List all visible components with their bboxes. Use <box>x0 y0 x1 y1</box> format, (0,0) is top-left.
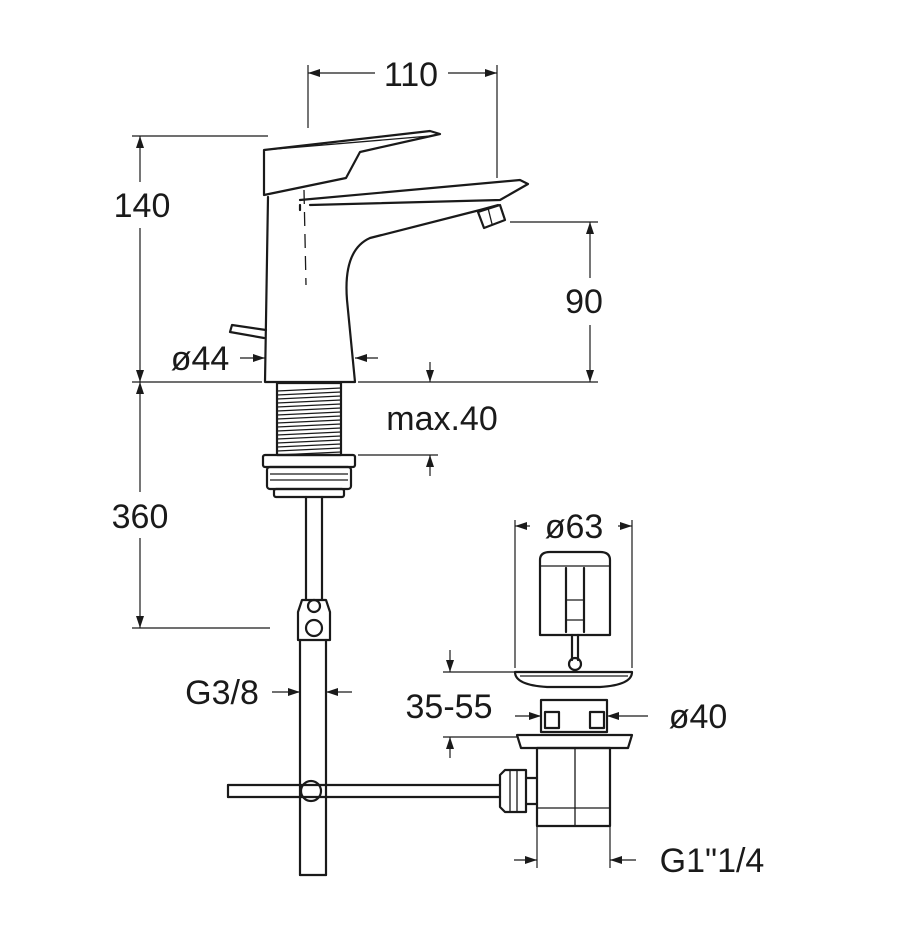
dim-hose-length: 360 <box>112 498 169 536</box>
thread-line <box>276 427 342 432</box>
thread-line <box>276 395 342 400</box>
threaded-shank <box>261 381 357 499</box>
thread-line <box>276 407 342 412</box>
dim-waste-thread: G1"1/4 <box>660 842 765 880</box>
dim-max-thickness: max.40 <box>386 400 498 438</box>
thread-line <box>276 423 342 428</box>
dim-height-body: 140 <box>114 187 171 225</box>
thread-line <box>276 419 342 424</box>
thread-line <box>276 403 342 408</box>
thread-line <box>276 399 342 404</box>
supply-hose <box>296 495 332 877</box>
dim-width-spout: 110 <box>384 56 438 94</box>
waste-assembly <box>498 550 634 828</box>
dim-height-spout: 90 <box>565 283 603 321</box>
thread-line <box>276 411 342 416</box>
thread-line <box>276 391 342 396</box>
linkage-rod <box>226 779 502 803</box>
faucet-body <box>228 129 530 384</box>
dim-plug-diameter: ø63 <box>545 508 604 546</box>
thread-line <box>276 431 342 436</box>
dim-body-diameter: ø44 <box>171 340 230 378</box>
dim-waste-range: 35-55 <box>406 688 493 726</box>
dimension-lines <box>132 65 648 868</box>
thread-line <box>276 387 342 392</box>
thread-line <box>276 443 342 448</box>
dim-connection: G3/8 <box>185 674 259 712</box>
thread-line <box>276 447 342 452</box>
dim-waste-diameter: ø40 <box>669 698 728 736</box>
thread-line <box>276 415 342 420</box>
thread-line <box>276 439 342 444</box>
thread-line <box>276 435 342 440</box>
